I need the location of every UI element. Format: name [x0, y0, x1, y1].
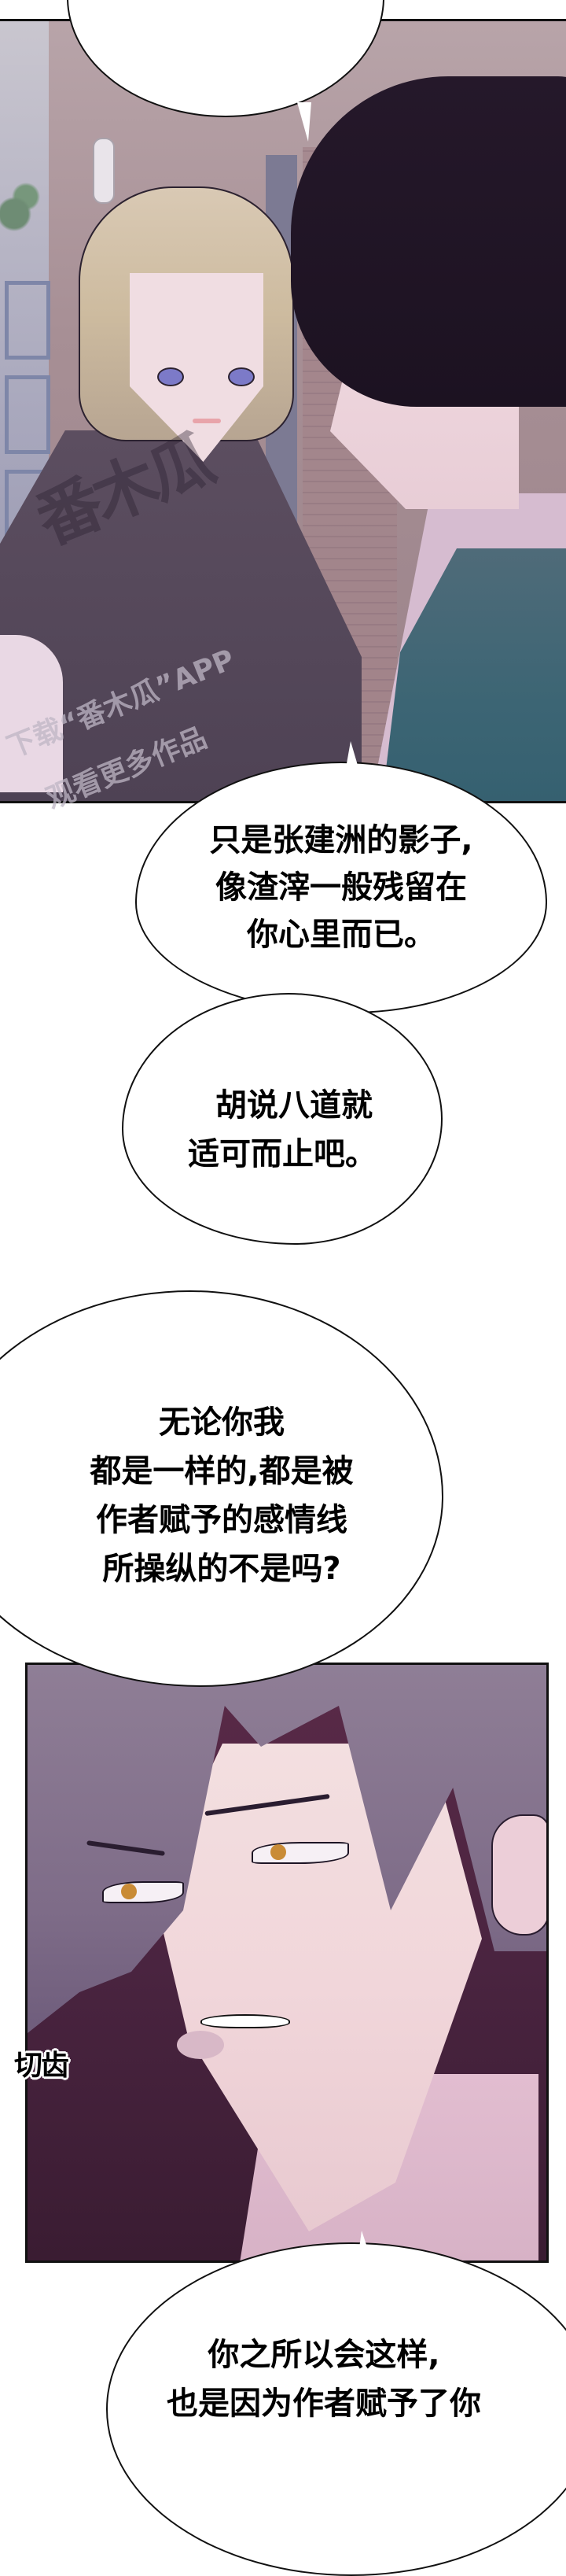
amber-eye-icon — [102, 1881, 184, 1903]
bubble-line: 都是一样的,都是被 — [90, 1453, 354, 1489]
speech-bubble-3: 无论你我 都是一样的,都是被 作者赋予的感情线 所操纵的不是吗? — [0, 1290, 443, 1687]
bubble-tail — [358, 2231, 369, 2254]
panel-1: 番木瓜 — [0, 19, 566, 803]
wall-lamp — [93, 138, 115, 204]
speech-bubble-1: 只是张建洲的影子, 像渣滓一般残留在 你心里而已。 — [135, 762, 547, 1013]
speech-bubble-2: 胡说八道就 适可而止吧。 — [122, 993, 443, 1245]
bubble-line: 适可而止吧。 — [188, 1136, 377, 1172]
blue-eye-icon — [228, 367, 255, 386]
window-pane — [5, 281, 50, 360]
gritted-teeth — [200, 2014, 290, 2028]
panel-2 — [25, 1663, 549, 2263]
bubble-line: 无论你我 — [159, 1404, 285, 1441]
blond-man-arm — [0, 635, 63, 792]
bubble-tail — [346, 741, 358, 768]
dark-man-hair — [291, 76, 566, 407]
bubble-line: 像渣滓一般残留在 — [215, 869, 467, 906]
bubble-line: 所操纵的不是吗? — [102, 1551, 341, 1587]
bubble-line: 胡说八道就 — [215, 1087, 373, 1124]
bubble-tail — [297, 102, 311, 142]
bubble-line: 你之所以会这样, — [208, 2337, 440, 2373]
speech-bubble-4: 你之所以会这样, 也是因为作者赋予了你 — [106, 2242, 566, 2576]
amber-eye-icon — [252, 1842, 349, 1864]
blue-eye-icon — [157, 367, 184, 386]
bubble-3-text: 无论你我 都是一样的,都是被 作者赋予的感情线 所操纵的不是吗? — [0, 1398, 442, 1593]
bubble-4-text: 你之所以会这样, 也是因为作者赋予了你 — [108, 2331, 566, 2428]
sound-effect-text: 切齿 — [14, 2050, 69, 2082]
man-nose — [177, 2031, 224, 2059]
man-ear — [491, 1814, 546, 1936]
bubble-line: 只是张建洲的影子, — [209, 822, 473, 858]
bubble-line: 也是因为作者赋予了你 — [167, 2386, 481, 2422]
blond-man-mouth — [193, 419, 221, 423]
teal-jacket — [381, 548, 566, 801]
hanging-plant — [0, 171, 47, 257]
bubble-2-text: 胡说八道就 适可而止吧。 — [123, 1081, 441, 1179]
bubble-line: 你心里而已。 — [247, 917, 436, 953]
window-pane — [5, 375, 50, 454]
bubble-line: 作者赋予的感情线 — [96, 1502, 347, 1538]
bubble-1-text: 只是张建洲的影子, 像渣滓一般残留在 你心里而已。 — [137, 817, 546, 958]
